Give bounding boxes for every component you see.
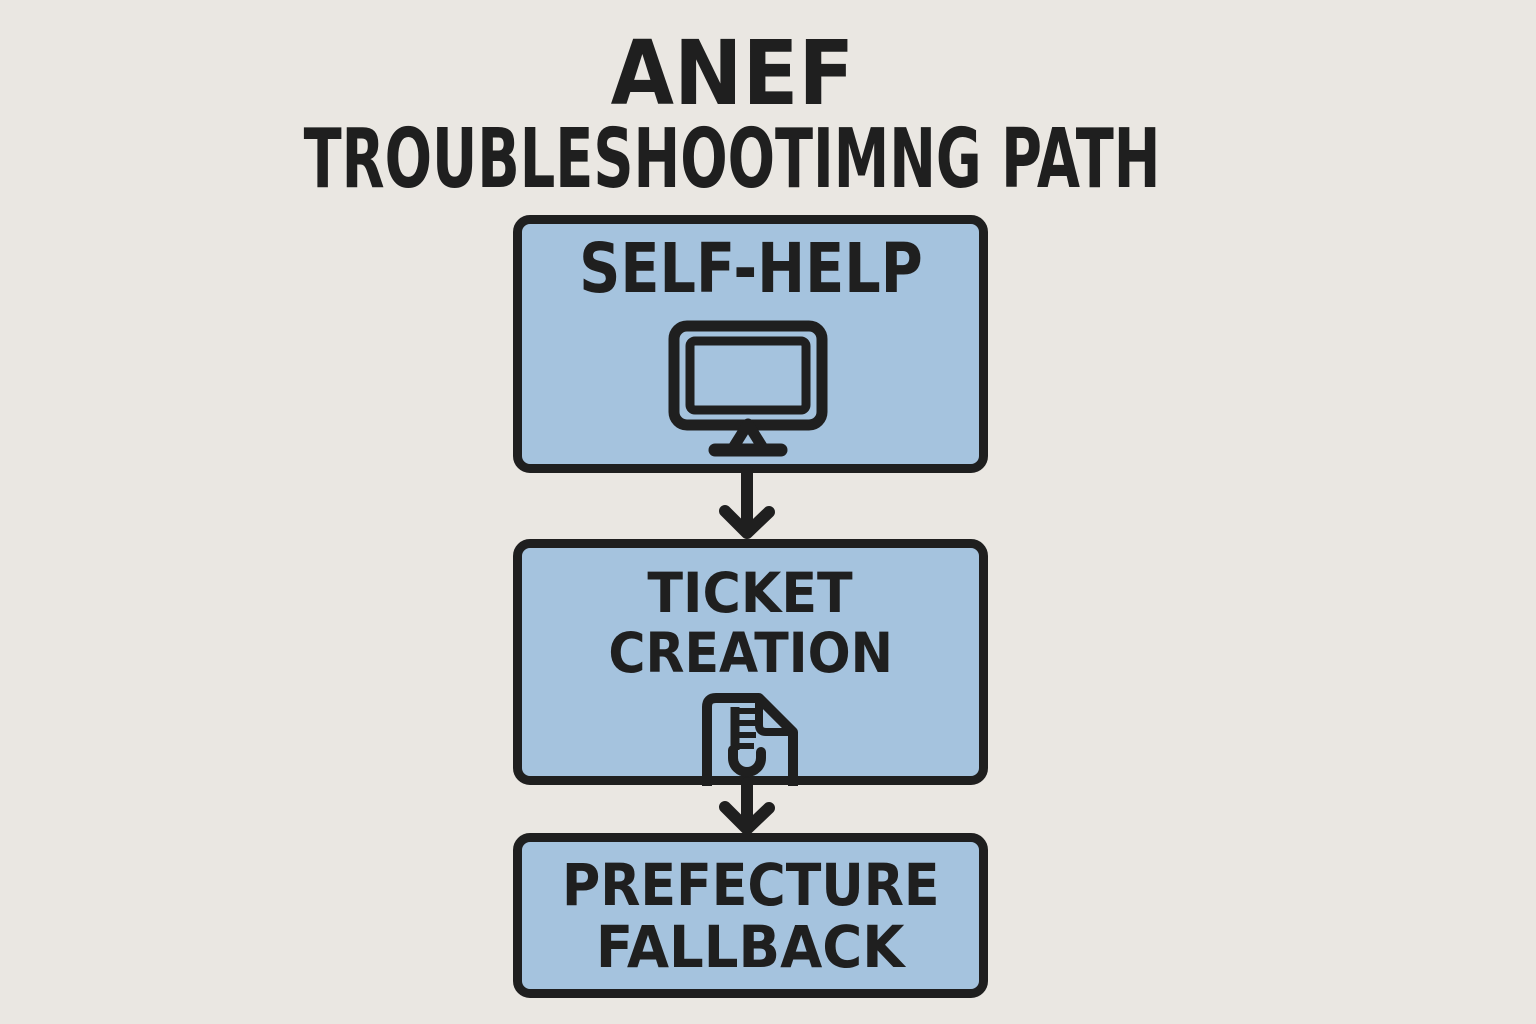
step-label: PREFECTURE (522, 854, 979, 916)
diagram-title: ANEF TROUBLESHOOTIMNG PATH (0, 27, 1464, 201)
down-arrow-icon (719, 465, 775, 539)
step-label-text: PREFECTURE (561, 851, 940, 919)
title-line-1: ANEF (0, 27, 1464, 119)
flow-step-ticket-creation: TICKET CREATION (513, 539, 988, 786)
step-label-text: CREATION (608, 621, 893, 685)
step-label: TICKET (522, 563, 979, 623)
document-icon (702, 693, 798, 786)
title-text-troubleshooting-path: TROUBLESHOOTIMNG PATH (303, 112, 1161, 207)
step-label: CREATION (522, 623, 979, 683)
step-label-text: FALLBACK (596, 913, 905, 981)
title-text-anef: ANEF (610, 21, 854, 125)
step-label: SELF-HELP (522, 235, 979, 304)
flow-step-prefecture-fallback: PREFECTURE FALLBACK (513, 833, 988, 998)
title-line-2: TROUBLESHOOTIMNG PATH (0, 119, 1464, 201)
step-label-text: TICKET (647, 561, 854, 625)
down-arrow-icon (719, 777, 775, 835)
flow-step-self-help: SELF-HELP (513, 215, 988, 473)
step-label: FALLBACK (522, 916, 979, 978)
step-label-text: SELF-HELP (578, 229, 923, 309)
monitor-icon (668, 320, 828, 457)
